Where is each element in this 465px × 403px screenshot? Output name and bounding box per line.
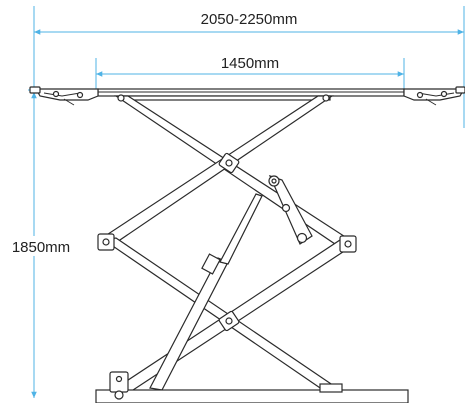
left-lifting-arm	[29, 86, 99, 106]
height-dimension: 1850mm	[2, 89, 80, 398]
height-label-backdrop	[2, 236, 80, 256]
inner-width-label: 1450mm	[221, 55, 279, 72]
base-roller-track	[319, 383, 343, 393]
platform-right-pin	[322, 94, 330, 102]
inner-width-dimension: 1450mm	[95, 55, 405, 92]
platform-underside-rail	[119, 95, 331, 101]
overall-width-label: 2050-2250mm	[201, 11, 298, 28]
lift-base	[95, 371, 409, 403]
right-arm-hook	[425, 98, 437, 106]
right-arm-body	[403, 88, 465, 101]
lock-hole	[281, 203, 291, 213]
right-arm-link	[417, 92, 455, 97]
base-hinge-pin-upper	[115, 375, 123, 383]
platform-left-pivot	[117, 94, 125, 102]
left-arm-link	[43, 92, 81, 97]
left-arm-pad	[29, 86, 41, 94]
platform-left-pin	[117, 94, 125, 102]
left-arm-pin	[52, 90, 60, 98]
upper-pivot-pin	[225, 159, 233, 167]
lock-end-pin	[296, 232, 308, 244]
platform-right-pivot	[322, 94, 330, 102]
hydraulic-piston-rod	[219, 193, 263, 265]
base-hinge-pin	[114, 390, 124, 400]
right-middle-pivot-pin	[344, 240, 352, 248]
left-arm-pin-2	[76, 91, 84, 99]
left-middle-pivot-pin	[102, 238, 110, 246]
height-label: 1850mm	[12, 239, 70, 256]
right-lifting-arm	[403, 86, 465, 106]
left-arm-hook	[63, 98, 75, 106]
left-arm-body	[34, 88, 99, 101]
cylinder-collar	[201, 253, 221, 275]
lift-platform	[97, 88, 405, 101]
center-pivot-upper	[218, 152, 240, 174]
right-middle-pivot	[339, 235, 357, 253]
center-pivot-lower	[218, 310, 240, 332]
safety-lock-bracket	[268, 175, 313, 245]
overall-width-dimension: 2050-2250mm	[33, 6, 465, 128]
lock-pivot-pin-core	[271, 178, 277, 184]
left-middle-pivot	[97, 233, 115, 251]
lower-pivot-pin	[225, 317, 233, 325]
right-arm-pad	[455, 86, 465, 94]
platform-deck	[97, 88, 405, 97]
right-arm-pin-2	[416, 91, 424, 99]
right-arm-pin	[440, 90, 448, 98]
base-frame	[95, 389, 409, 403]
scissor-mechanism	[97, 94, 357, 393]
